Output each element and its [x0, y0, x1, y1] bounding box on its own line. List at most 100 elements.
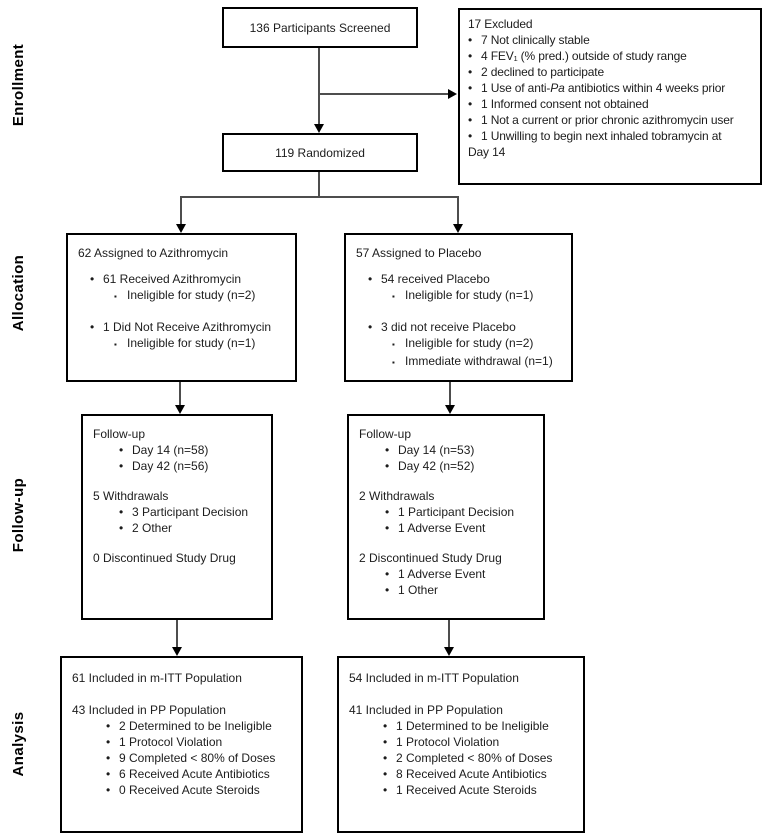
bullet-icon: • — [106, 719, 111, 733]
list-item-label: 1 Protocol Violation — [119, 735, 223, 749]
list-item: • 1 Did Not Receive Azithromycin — [78, 319, 285, 335]
arrowhead-down-allocation-left — [176, 224, 186, 233]
stage-label-allocation: Allocation — [10, 254, 27, 332]
list-item-label: Day 14 (n=58) — [132, 443, 209, 457]
list-item-label: 8 Received Acute Antibiotics — [396, 767, 547, 781]
connector-split-right — [457, 197, 459, 225]
list-item-label: 0 Received Acute Steroids — [119, 783, 260, 797]
list-item-label: 3 Participant Decision — [132, 505, 249, 519]
list-item: • Day 42 (n=52) — [359, 458, 533, 474]
list-item: • 6 Received Acute Antibiotics — [72, 766, 291, 782]
sub-list-item-label: Ineligible for study (n=2) — [127, 288, 256, 302]
list-item-label: Day 42 (n=52) — [398, 459, 475, 473]
bullet-icon: • — [368, 320, 373, 334]
square-bullet-icon: ▪ — [392, 292, 395, 301]
excluded-item-continuation: Day 14 — [468, 145, 506, 159]
allocation-right-box: 57 Assigned to Placebo • 54 received Pla… — [344, 233, 573, 382]
stage-label-analysis: Analysis — [10, 711, 27, 777]
connector-allocation-to-followup-right — [449, 382, 451, 406]
square-bullet-icon: ▪ — [392, 340, 395, 349]
list-item: • 1 Received Acute Steroids — [349, 782, 573, 798]
excluded-item-label: 1 Informed consent not obtained — [481, 97, 649, 111]
stage-label-enrollment: Enrollment — [10, 43, 27, 127]
bullet-icon: • — [383, 783, 388, 797]
arrowhead-down-randomized — [314, 124, 324, 133]
bullet-icon: • — [106, 767, 111, 781]
excluded-item-label: 1 Not a current or prior chronic azithro… — [481, 113, 734, 127]
followup-right-lead: 2 Withdrawals — [359, 489, 435, 503]
list-item: • 9 Completed < 80% of Doses — [72, 750, 291, 766]
bullet-icon: • — [383, 735, 388, 749]
bullet-icon: • — [385, 567, 390, 581]
bullet-icon: • — [383, 751, 388, 765]
analysis-left-mitt: 61 Included in m-ITT Population — [72, 671, 242, 685]
list-item-label: 2 Completed < 80% of Doses — [396, 751, 553, 765]
square-bullet-icon: ▪ — [114, 292, 117, 301]
bullet-icon: • — [385, 583, 390, 597]
list-item: • 1 Participant Decision — [359, 504, 533, 520]
arrowhead-down-followup-right — [445, 405, 455, 414]
list-item-label: 1 Other — [398, 583, 439, 597]
list-item-label: 2 Other — [132, 521, 173, 535]
followup-left-box: Follow-up • Day 14 (n=58) • Day 42 (n=56… — [81, 414, 273, 620]
excluded-box: 17 Excluded • 7 Not clinically stable • … — [458, 8, 762, 185]
connector-screened-to-randomized — [318, 48, 320, 126]
list-item-label: 9 Completed < 80% of Doses — [119, 751, 276, 765]
list-item: • Day 14 (n=53) — [359, 442, 533, 458]
list-item-label: 3 did not receive Placebo — [381, 320, 516, 334]
bullet-icon: • — [385, 505, 390, 519]
analysis-left-box: 61 Included in m-ITT Population 43 Inclu… — [60, 656, 303, 833]
list-item: • 1 Adverse Event — [359, 566, 533, 582]
connector-randomized-stem — [318, 172, 320, 197]
followup-right-lead: Follow-up — [359, 427, 412, 441]
list-item-label: 1 Adverse Event — [398, 567, 486, 581]
list-item: • 3 did not receive Placebo — [356, 319, 561, 335]
list-item-label: 1 Participant Decision — [398, 505, 515, 519]
arrowhead-down-analysis-right — [444, 647, 454, 656]
arrowhead-down-allocation-right — [453, 224, 463, 233]
stage-label-followup: Follow-up — [10, 477, 27, 553]
list-item: • 1 Other — [359, 582, 533, 598]
list-item-label: 1 Protocol Violation — [396, 735, 500, 749]
allocation-left-title: 62 Assigned to Azithromycin — [78, 246, 229, 260]
connector-followup-to-analysis-right — [448, 620, 450, 648]
bullet-icon: • — [106, 751, 111, 765]
bullet-icon: • — [468, 81, 473, 95]
arrowhead-down-analysis-left — [172, 647, 182, 656]
bullet-icon: • — [385, 459, 390, 473]
bullet-icon: • — [468, 33, 473, 47]
followup-left-lead: 5 Withdrawals — [93, 489, 169, 503]
list-item: • 1 Protocol Violation — [72, 734, 291, 750]
list-item-label: Day 42 (n=56) — [132, 459, 209, 473]
connector-allocation-to-followup-left — [179, 382, 181, 406]
randomized-label: 119 Randomized — [275, 145, 365, 160]
sub-list-item: ▪ Ineligible for study (n=2) — [78, 287, 285, 305]
connector-to-excluded — [319, 93, 449, 95]
list-item-label: 2 Determined to be Ineligible — [119, 719, 272, 733]
bullet-icon: • — [385, 443, 390, 457]
bullet-icon: • — [119, 505, 124, 519]
bullet-icon: • — [468, 97, 473, 111]
excluded-item-label: 1 Use of anti-Pa antibiotics within 4 we… — [481, 81, 726, 95]
sub-list-item: ▪ Immediate withdrawal (n=1) — [356, 353, 561, 371]
connector-split-left — [180, 197, 182, 225]
bullet-icon: • — [90, 272, 95, 286]
bullet-icon: • — [383, 719, 388, 733]
bullet-icon: • — [468, 113, 473, 127]
list-item: • 2 Completed < 80% of Doses — [349, 750, 573, 766]
list-item: • 0 Received Acute Steroids — [72, 782, 291, 798]
excluded-item: • 4 FEV₁ (% pred.) outside of study rang… — [468, 48, 752, 64]
bullet-icon: • — [119, 443, 124, 457]
arrowhead-down-followup-left — [175, 405, 185, 414]
bullet-icon: • — [383, 767, 388, 781]
excluded-item-label: 7 Not clinically stable — [481, 33, 590, 47]
list-item-label: 1 Did Not Receive Azithromycin — [103, 320, 272, 334]
square-bullet-icon: ▪ — [392, 358, 395, 367]
followup-left-lead: 0 Discontinued Study Drug — [93, 551, 236, 565]
bullet-icon: • — [106, 735, 111, 749]
excluded-item: • 2 declined to participate — [468, 64, 752, 80]
sub-list-item-label: Immediate withdrawal (n=1) — [405, 354, 553, 368]
list-item: • 54 received Placebo — [356, 271, 561, 287]
list-item-label: 61 Received Azithromycin — [103, 272, 242, 286]
